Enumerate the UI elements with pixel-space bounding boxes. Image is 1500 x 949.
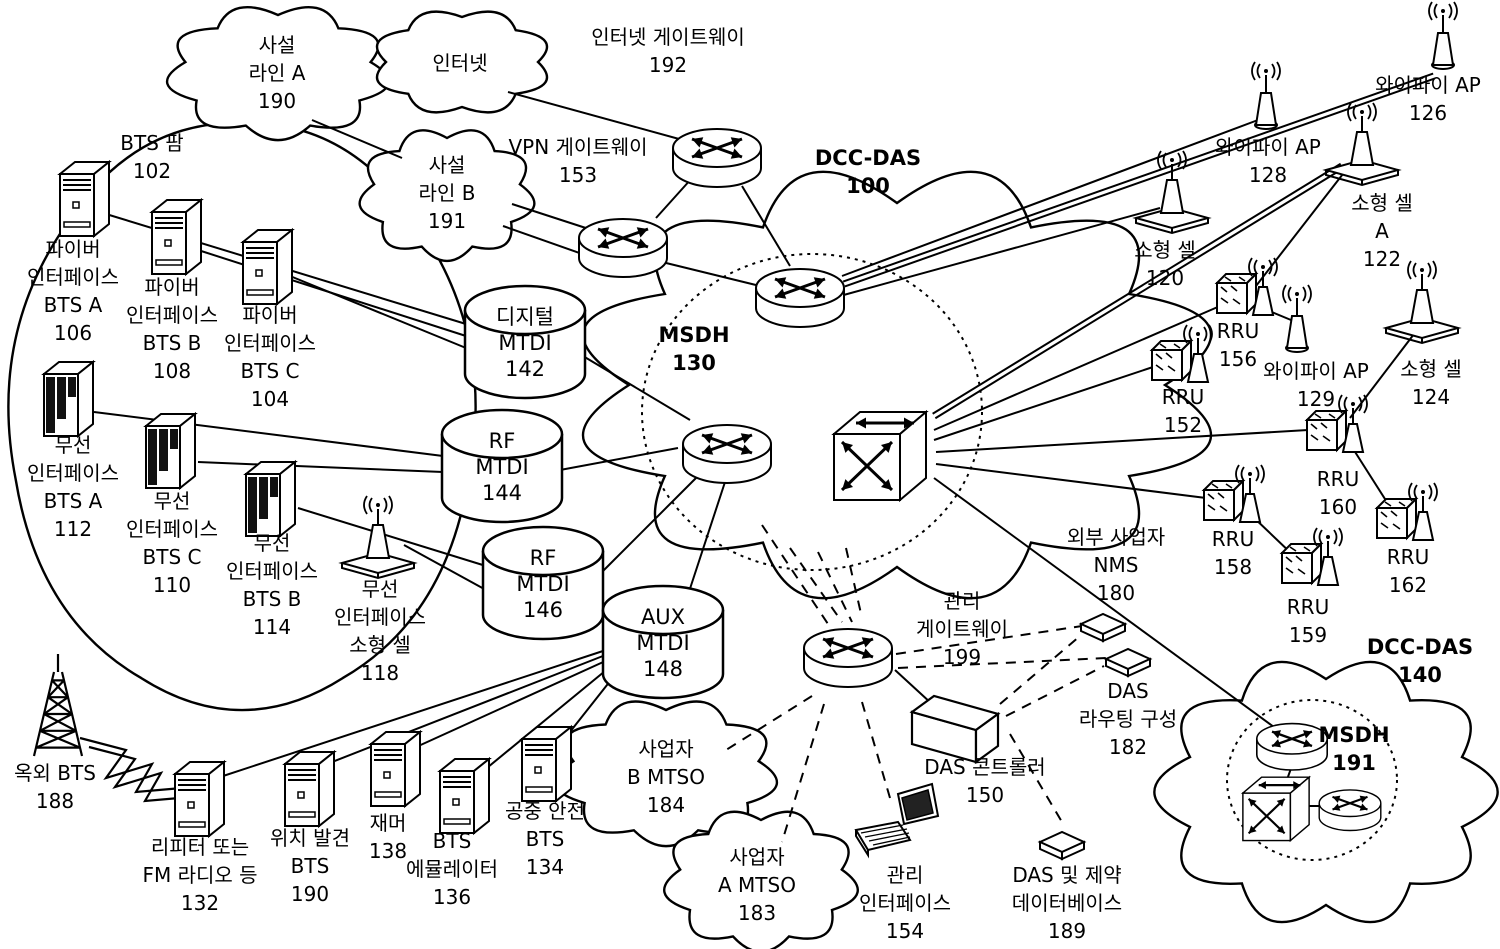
wifi-ap-126: 와이파이 AP126 (1375, 2, 1481, 125)
cloud-internet: 인터넷 (377, 12, 547, 113)
mgmt-interface-154: 관리인터페이스154 (856, 784, 951, 943)
svg-text:DAS 콘트롤러150: DAS 콘트롤러150 (924, 755, 1045, 807)
das-routing-config-182: DAS라우팅 구성182 (1079, 649, 1177, 759)
rf-mtdi-146: RFMTDI146 (483, 527, 603, 639)
svg-text:인터넷: 인터넷 (432, 51, 487, 75)
svg-text:DAS라우팅 구성182: DAS라우팅 구성182 (1079, 679, 1177, 759)
rru-156: RRU156 (1217, 258, 1277, 371)
msdh-130-router-top (756, 269, 844, 327)
svg-text:AUXMTDI148: AUXMTDI148 (636, 605, 689, 681)
msdh-191-router-a (1257, 724, 1327, 770)
rru-158: RRU158 (1204, 465, 1264, 579)
das-constraint-db-189: DAS 및 제약데이터베이스189 (1012, 832, 1122, 943)
small-cell-120: 소형 셀120 (1134, 151, 1208, 290)
msdh-191-switch (1243, 777, 1309, 840)
svg-text:VPN 게이트웨이153: VPN 게이트웨이153 (508, 135, 647, 187)
rf-mtdi-144: RFMTDI144 (442, 410, 562, 522)
aux-mtdi-148: AUXMTDI148 (603, 586, 723, 698)
ext-operator-nms-box-180 (1081, 614, 1125, 641)
svg-text:와이파이 AP126: 와이파이 AP126 (1375, 73, 1481, 125)
svg-text:RRU159: RRU159 (1287, 595, 1329, 647)
outdoor-bts-188: 옥외 BTS188 (14, 654, 96, 813)
svg-text:외부 사업자NMS180: 외부 사업자NMS180 (1067, 525, 1165, 605)
svg-text:RRU160: RRU160 (1317, 467, 1359, 519)
svg-text:RRU156: RRU156 (1217, 319, 1259, 371)
digital-mtdi-142: 디지털MTDI142 (465, 286, 585, 398)
ext-operator-nms-label: 외부 사업자NMS180 (1067, 525, 1165, 605)
svg-text:RRU162: RRU162 (1387, 545, 1429, 597)
msdh-130-switch (834, 412, 926, 500)
svg-text:소형 셀A122: 소형 셀A122 (1351, 191, 1413, 271)
svg-text:옥외 BTS188: 옥외 BTS188 (14, 761, 96, 813)
jammer-138: 재머138 (369, 732, 420, 863)
svg-text:관리인터페이스154: 관리인터페이스154 (859, 863, 951, 943)
svg-text:BTS에뮬레이터136: BTS에뮬레이터136 (406, 829, 498, 909)
svg-text:관리게이트웨이199: 관리게이트웨이199 (916, 589, 1008, 669)
rru-162: RRU162 (1377, 483, 1437, 597)
cloud-private-line-a: 사설라인 A190 (167, 7, 389, 140)
internet-gateway-192: 인터넷 게이트웨이192 (591, 25, 761, 187)
msdh-130-router-left (683, 425, 771, 483)
small-cell-124: 소형 셀124 (1386, 261, 1462, 409)
svg-text:소형 셀124: 소형 셀124 (1400, 357, 1462, 409)
svg-text:인터넷 게이트웨이192: 인터넷 게이트웨이192 (591, 25, 745, 77)
svg-text:DAS 및 제약데이터베이스189: DAS 및 제약데이터베이스189 (1012, 863, 1122, 943)
mgmt-gateway-199: 관리게이트웨이199 (804, 589, 1008, 687)
msdh-191-router-b (1319, 790, 1381, 831)
svg-text:공중 안전BTS134: 공중 안전BTS134 (505, 799, 585, 879)
location-discovery-bts-190: 위치 발견BTS190 (270, 752, 350, 906)
svg-text:와이파이 AP128: 와이파이 AP128 (1215, 135, 1321, 187)
svg-text:RRU158: RRU158 (1212, 527, 1254, 579)
repeater-fm-radio-132: 리피터 또는FM 라디오 등132 (142, 762, 257, 915)
wifi-ap-129: 와이파이 AP129 (1263, 285, 1369, 411)
svg-text:위치 발견BTS190: 위치 발견BTS190 (270, 826, 350, 906)
svg-text:리피터 또는FM 라디오 등132: 리피터 또는FM 라디오 등132 (142, 835, 257, 915)
small-cell-a-122: 소형 셀A122 (1326, 103, 1413, 271)
rru-159: RRU159 (1282, 528, 1342, 647)
svg-text:재머138: 재머138 (369, 811, 407, 863)
